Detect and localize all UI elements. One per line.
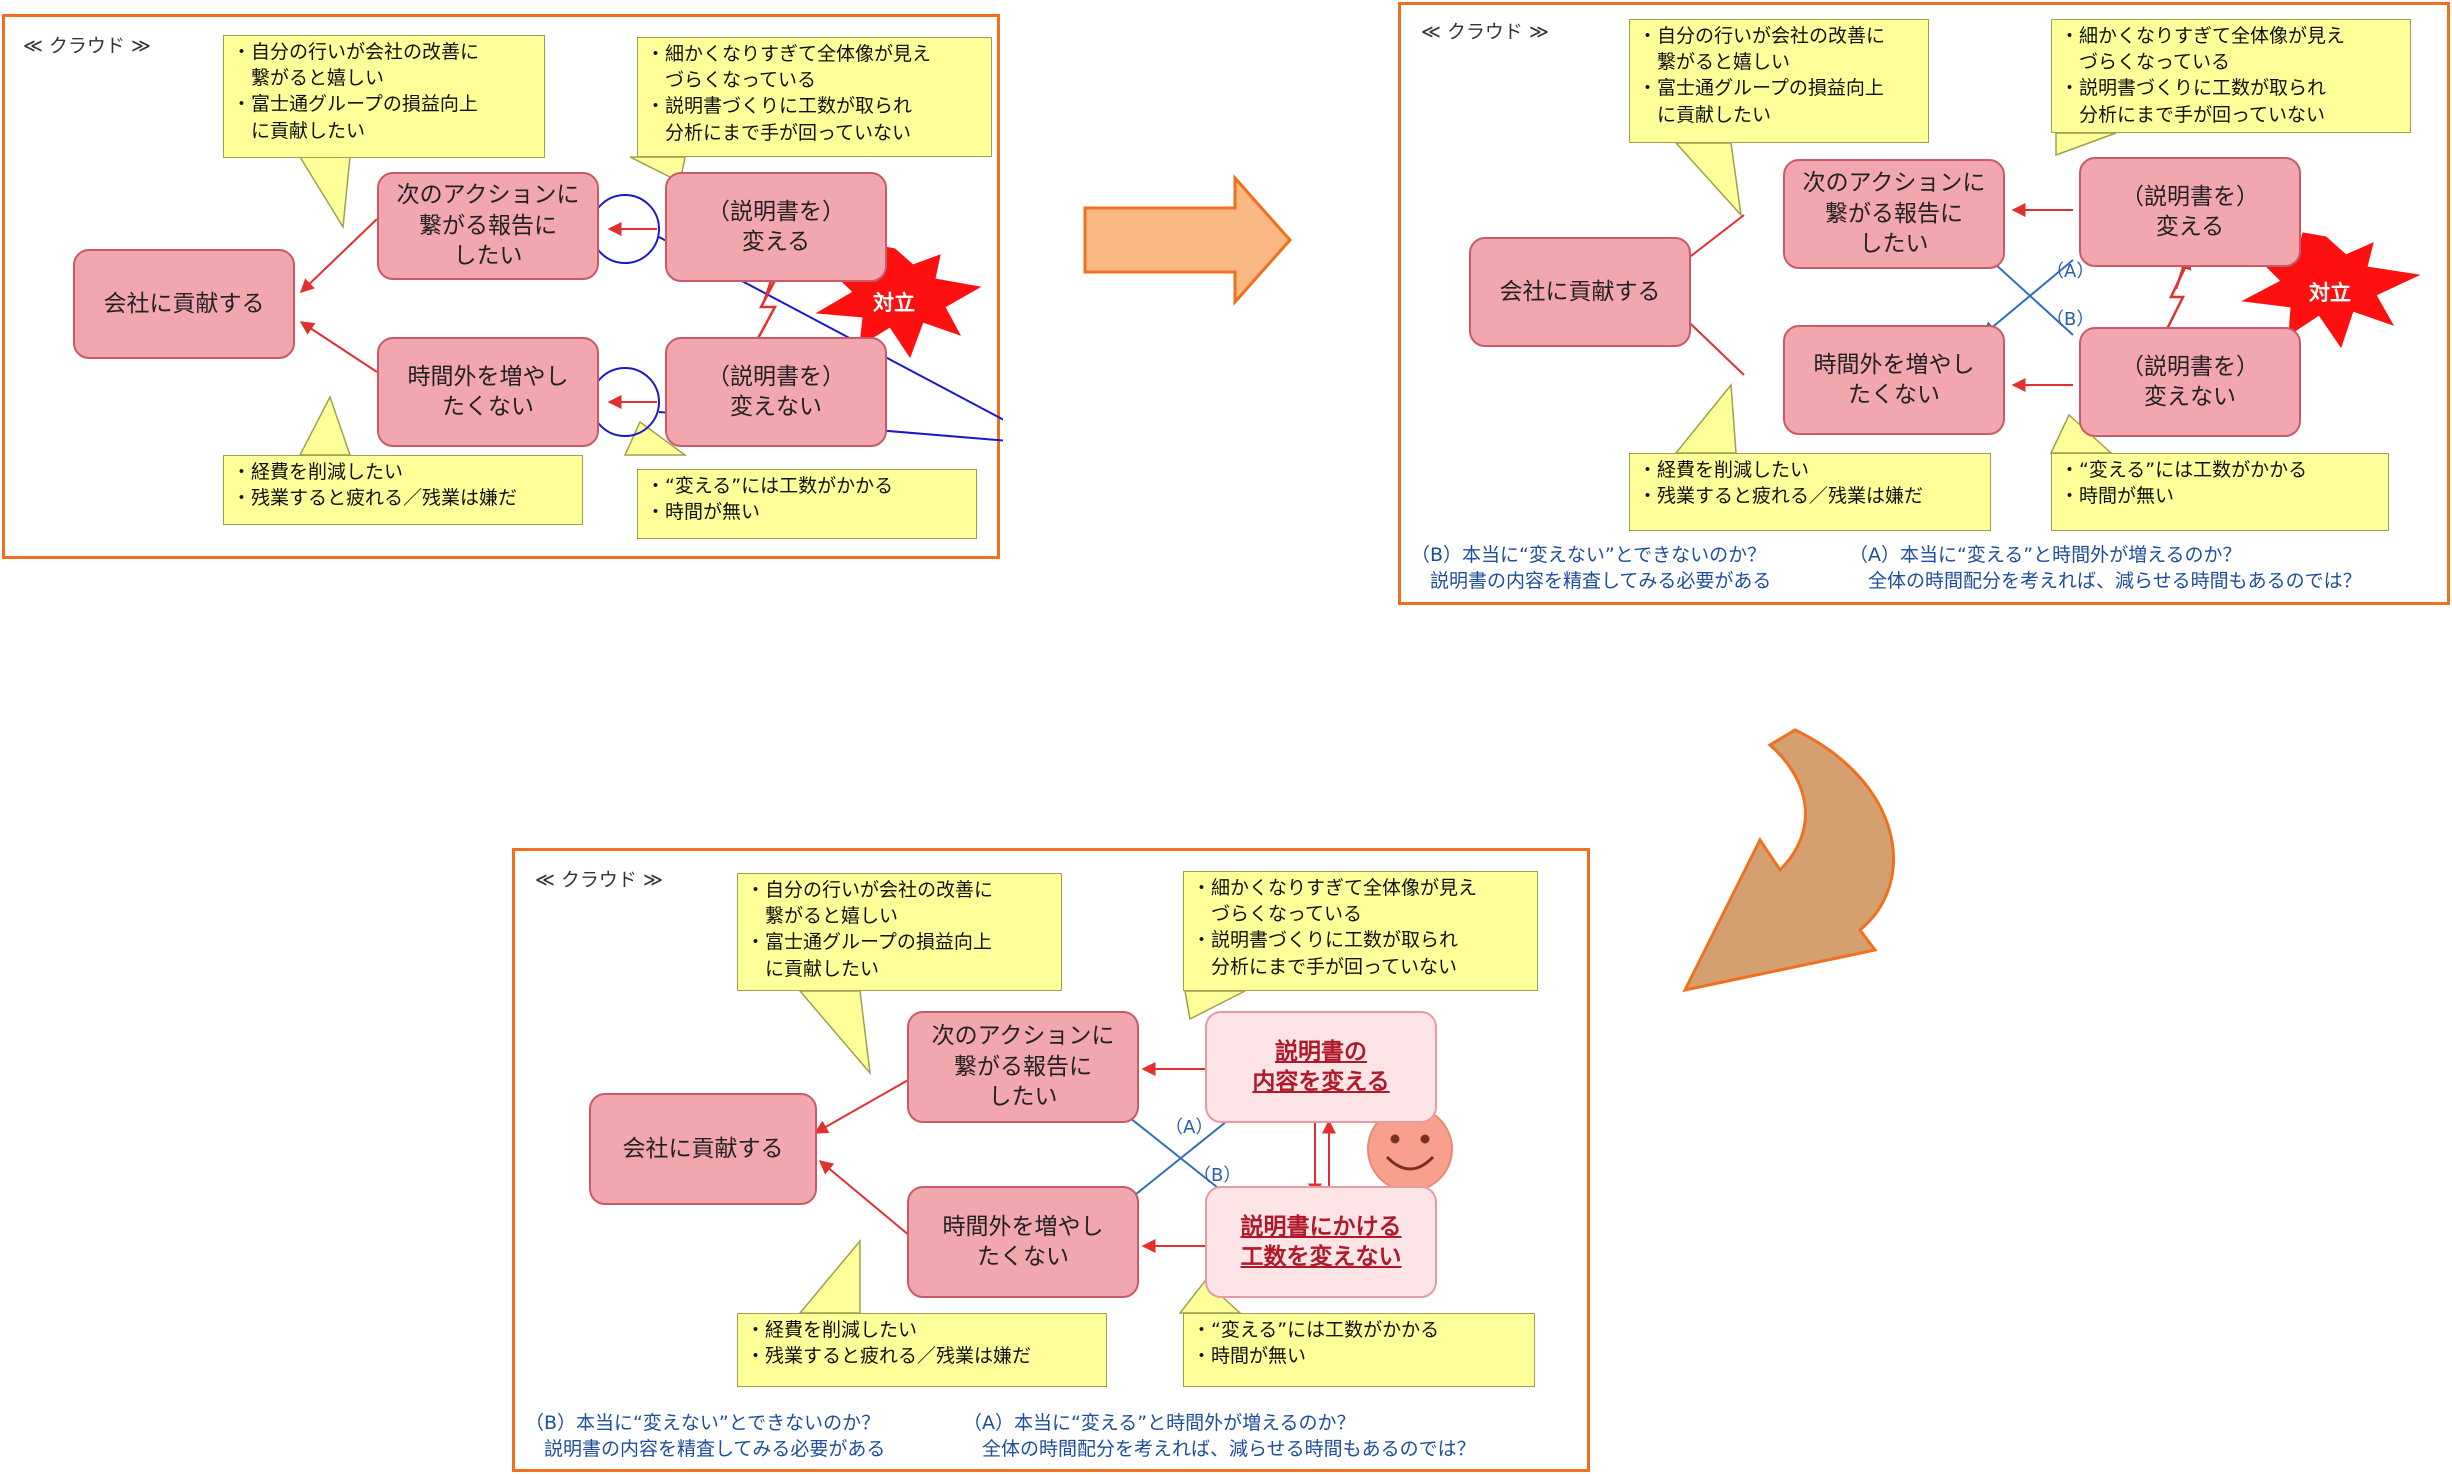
conflict-label: 対立 [2309, 281, 2351, 305]
node-not-change: （説明書を） 変えない [2079, 327, 2301, 437]
note-not-change: ・“変える”には工数がかかる ・時間が無い [637, 469, 977, 539]
node-goal: 会社に貢献する [589, 1093, 817, 1205]
node-need-time: 時間外を増やし たくない [1783, 325, 2005, 435]
note-change: ・細かくなりすぎて全体像が見え づらくなっている ・説明書づくりに工数が取られ … [2051, 19, 2411, 133]
node-change: （説明書を） 変える [665, 172, 887, 282]
cloud-title: ≪ クラウド ≫ [23, 35, 151, 57]
node-goal: 会社に貢献する [73, 249, 295, 359]
conflict-label: 対立 [873, 291, 915, 315]
note-change: ・細かくなりすぎて全体像が見え づらくなっている ・説明書づくりに工数が取られ … [1183, 871, 1538, 991]
note-goal-top: ・自分の行いが会社の改善に 繋がると嬉しい ・富士通グループの損益向上 に貢献し… [1629, 19, 1929, 143]
note-goal-top: ・自分の行いが会社の改善に 繋がると嬉しい ・富士通グループの損益向上 に貢献し… [737, 873, 1062, 991]
node-not-change: （説明書を） 変えない [665, 337, 887, 447]
question-b: （B）本当に“変えない”とできないのか？ 説明書の内容を精査してみる必要がある [1411, 544, 1772, 592]
node-need-report: 次のアクションに 繋がる報告に したい [377, 172, 599, 280]
note-goal-bottom: ・経費を削減したい ・残業すると疲れる／残業は嫌だ [223, 455, 583, 525]
note-not-change: ・“変える”には工数がかかる ・時間が無い [2051, 453, 2389, 531]
cloud-title: ≪ クラウド ≫ [1421, 21, 1549, 43]
note-not-change: ・“変える”には工数がかかる ・時間が無い [1183, 1313, 1535, 1387]
panel-3-connectors [798, 990, 1453, 1314]
label-a: （A） [1165, 1117, 1214, 1138]
note-change: ・細かくなりすぎて全体像が見え づらくなっている ・説明書づくりに工数が取られ … [637, 37, 992, 157]
node-change-content: 説明書の 内容を変える [1205, 1011, 1437, 1123]
cloud-panel-1: ≪ クラウド ≫ ・自分の行いが会社の改善に 繋がると嬉しい ・富士通グループの… [2, 14, 1003, 559]
node-need-time: 時間外を増やし たくない [377, 337, 599, 447]
cloud-panel-3: ≪ クラウド ≫ ・自分の行いが会社の改善に 繋がると嬉しい ・富士通グループの… [512, 848, 1590, 1472]
question-b: （B）本当に“変えない”とできないのか？ 説明書の内容を精査してみる必要がある [525, 1412, 886, 1460]
node-goal: 会社に貢献する [1469, 237, 1691, 347]
label-b: （B） [2046, 309, 2095, 330]
label-b: （B） [1193, 1165, 1242, 1186]
node-need-time: 時間外を増やし たくない [907, 1186, 1139, 1298]
note-goal-top: ・自分の行いが会社の改善に 繋がると嬉しい ・富士通グループの損益向上 に貢献し… [223, 35, 545, 158]
node-need-report: 次のアクションに 繋がる報告に したい [907, 1011, 1139, 1123]
label-a: （A） [2046, 261, 2095, 282]
cloud-title: ≪ クラウド ≫ [535, 869, 663, 891]
right-arrow-icon [1083, 174, 1293, 306]
node-keep-effort: 説明書にかける 工数を変えない [1205, 1186, 1437, 1298]
note-goal-bottom: ・経費を削減したい ・残業すると疲れる／残業は嫌だ [1629, 453, 1991, 531]
node-need-report: 次のアクションに 繋がる報告に したい [1783, 159, 2005, 269]
question-a: （A）本当に“変える”と時間外が増えるのか？ 全体の時間配分を考えれば、減らせる… [963, 1412, 1476, 1460]
note-goal-bottom: ・経費を削減したい ・残業すると疲れる／残業は嫌だ [737, 1313, 1107, 1387]
node-change: （説明書を） 変える [2079, 157, 2301, 267]
panel-2-connectors [1667, 132, 2421, 454]
cloud-panel-2: ≪ クラウド ≫ ・自分の行いが会社の改善に 繋がると嬉しい ・富士通グループの… [1398, 2, 2450, 605]
question-a: （A）本当に“変える”と時間外が増えるのか？ 全体の時間配分を考えれば、減らせる… [1849, 544, 2362, 592]
curved-down-left-arrow-icon [1682, 728, 1895, 993]
